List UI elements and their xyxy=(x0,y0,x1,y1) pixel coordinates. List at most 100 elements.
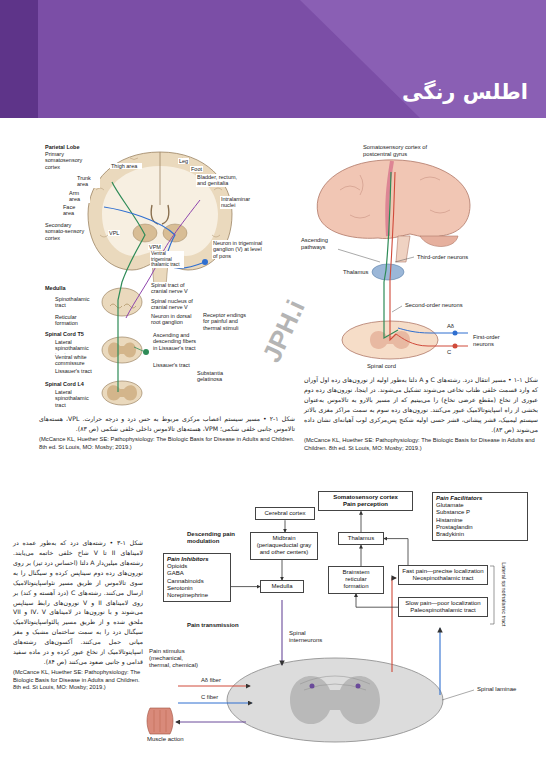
cord-sections xyxy=(143,349,149,355)
figure-label: Spinal cord xyxy=(366,363,397,370)
connector-arrow xyxy=(384,539,408,565)
pain-pathways xyxy=(104,207,205,268)
figure-label: Third-order neurons xyxy=(416,254,478,261)
brain-coronal xyxy=(160,152,161,205)
brain-lateral xyxy=(396,334,468,346)
node-text: Cannabinoids xyxy=(167,578,227,585)
pain-pathways xyxy=(126,200,200,318)
page-title: اطلس رنگی xyxy=(402,80,528,104)
node-text: Norepinephrine xyxy=(167,592,227,599)
pain-pathways xyxy=(112,182,145,392)
node-text: Pain perception xyxy=(322,501,409,508)
process-box: Thalamus xyxy=(338,532,384,545)
figure-label: Ascending and descending fibers in Lissa… xyxy=(152,332,200,351)
figure-label: Face area xyxy=(62,204,86,217)
figure-label: Neuron in dorsal root ganglion xyxy=(150,313,198,326)
figure-label: VPM xyxy=(148,244,162,250)
node-text: Bradykinin xyxy=(436,531,524,538)
figure-label: Second-order neurons xyxy=(404,302,466,309)
figure-label: Primary somatosensory cortex xyxy=(44,151,88,170)
section-title: Spinal Cord T5 xyxy=(44,331,85,337)
spinal-cord-section xyxy=(290,676,380,724)
figure-label: Spinothalamic tract xyxy=(54,296,96,309)
connector-arrow xyxy=(231,586,260,587)
process-box: Medulla xyxy=(260,580,304,593)
connector-arrow xyxy=(282,560,283,580)
pathway-lines xyxy=(439,628,440,695)
figure-label: Reticular formation xyxy=(54,314,96,327)
brain-lateral xyxy=(420,236,458,247)
figure-label: Lateral spinothalamic tract xyxy=(501,553,507,635)
brain-coronal xyxy=(88,152,232,270)
section-title: Parietal Lobe xyxy=(44,144,81,150)
cord-sections xyxy=(134,347,143,351)
figure-label: Lissauer's tract xyxy=(54,368,104,374)
section-title: Spinal Cord L4 xyxy=(44,381,85,387)
figure-label: C xyxy=(446,349,452,356)
spinal-cord-section xyxy=(227,658,443,742)
brain-lateral xyxy=(453,344,458,349)
spinal-cord-section xyxy=(356,684,361,689)
brain-lateral xyxy=(334,248,380,262)
pathway-lines xyxy=(178,703,252,704)
figure-label: Somatosensory cortex of postcentral gyru… xyxy=(362,144,448,158)
process-box: Slow pain—poor localizationPaleospinotha… xyxy=(398,597,488,617)
reference: (McCance KL, Huether SE: Pathophysiology… xyxy=(12,669,144,692)
figure-label: Arm area xyxy=(68,190,90,203)
process-box: Pain InhibitorsOpioidsGABACannabinoidsSe… xyxy=(163,553,231,602)
node-text: Prostaglandin xyxy=(436,524,524,531)
pathway-lines xyxy=(176,722,246,723)
figure-label: Secondary somato-sensory cortex xyxy=(44,222,86,241)
figure-label: Receptor endings for painful and thermal… xyxy=(202,312,252,331)
figure-label: Intralaminar nuclei xyxy=(220,196,258,209)
process-box: Midbrain(periaqueductal gray and other c… xyxy=(250,532,318,560)
connector-arrow xyxy=(361,545,362,566)
node-text: Opioids xyxy=(167,563,227,570)
header-band xyxy=(0,0,38,118)
figure-label: Thigh area xyxy=(110,163,142,169)
pathway-lines xyxy=(281,600,282,665)
brain-lateral xyxy=(395,257,414,262)
brain-lateral xyxy=(390,172,396,340)
process-box: Fast pain—precise localizationNeospinoth… xyxy=(398,565,488,585)
cord-sections xyxy=(102,381,142,405)
figure-label: Spinal interneurons xyxy=(288,630,336,644)
brain-lateral xyxy=(392,306,402,312)
figure-label: Descending pain modulation xyxy=(186,531,246,545)
brain-lateral xyxy=(372,264,404,280)
header-band xyxy=(300,0,546,118)
figure-label: Substantia gelatinosa xyxy=(196,370,238,383)
figure-caption: شکل ۱-۲ • مسیر سیستم اعصاب مرکزی مربوط ب… xyxy=(38,414,296,434)
brain-coronal xyxy=(133,224,157,242)
figure-label: C fiber xyxy=(200,694,219,701)
figure-label: VPL xyxy=(108,230,120,236)
node-text: Slow pain—poor localization xyxy=(402,600,484,607)
reference: (McCance KL, Huether SE: Pathophysiology… xyxy=(303,437,539,452)
cord-sections xyxy=(102,288,142,316)
brain-lateral xyxy=(453,331,458,336)
node-text: GABA xyxy=(167,570,227,577)
node-text: Somatosensory cortex xyxy=(322,494,409,501)
process-box: Pain FacilitatorsGlutamateSubstance PHis… xyxy=(432,492,528,541)
figure-label: Neuron in trigeminal ganglion (V) at lev… xyxy=(212,240,264,259)
figure-caption: شکل ۱-۳ • رشته‌های درد که به‌طور عمده در… xyxy=(12,538,144,667)
header-band xyxy=(0,0,546,118)
node-text: Neospinothalamic tract xyxy=(402,575,484,582)
figure-label: Aδ fiber xyxy=(200,677,222,684)
reference: (McCance KL, Huether SE: Pathophysiology… xyxy=(38,436,296,451)
cord-sections xyxy=(102,288,149,405)
node-text: Midbrain xyxy=(254,535,314,542)
connector-arrow xyxy=(285,520,286,532)
figure-label: Lateral spinothalamic tract xyxy=(54,389,98,408)
pathway-lines xyxy=(442,690,474,700)
spinal-cord-section xyxy=(227,658,443,742)
spinal-cord-section xyxy=(300,676,370,690)
node-text: Paleospinothalamic tract xyxy=(402,607,484,614)
node-text: Medulla xyxy=(264,583,300,590)
node-text: Brainstem reticular formation xyxy=(332,569,380,591)
muscle-icon xyxy=(147,708,173,734)
node-text: Serotonin xyxy=(167,585,227,592)
brain-lateral xyxy=(396,236,410,262)
figure-label: Spinal nucleus of cranial nerve V xyxy=(150,298,196,311)
